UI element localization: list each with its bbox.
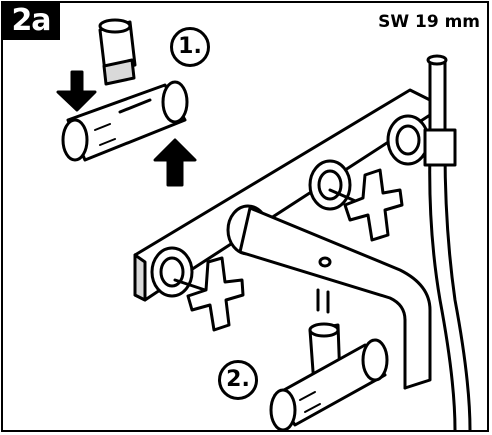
wall-plate xyxy=(133,88,432,302)
step-badge: 2a xyxy=(2,2,60,40)
step1-arrow-up xyxy=(153,138,197,187)
step1-arrow-down xyxy=(56,70,97,112)
step-1-label: 1. xyxy=(170,27,210,67)
middle-valve xyxy=(308,159,404,242)
top-valve-right xyxy=(386,114,430,166)
left-valve xyxy=(150,246,245,332)
step2-key-tool xyxy=(269,338,389,432)
spout xyxy=(226,204,432,390)
shower-hose xyxy=(423,54,472,432)
step1-cartridge xyxy=(98,18,137,86)
step1-key-tool xyxy=(61,80,189,162)
step-2-label: 2. xyxy=(218,360,258,400)
wrench-size-label: SW 19 mm xyxy=(378,12,480,32)
